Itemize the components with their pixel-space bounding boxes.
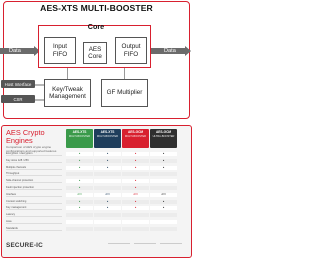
table-cell: ● [122, 179, 149, 184]
table-cell: ● [66, 206, 93, 211]
gf-multiplier-block: GF Multiplier [101, 79, 148, 107]
table-cell: ● [66, 186, 93, 190]
table-cell: ● [66, 199, 93, 204]
table-cell: ● [94, 152, 121, 156]
table-row-label: Multiple channels [6, 166, 62, 170]
block-diagram: AES-XTS MULTI-BOOSTER Host Interface CSR… [0, 0, 193, 122]
table-cell: ● [94, 206, 121, 211]
data-out-arrow [151, 48, 185, 54]
table-cell: ● [66, 179, 93, 184]
table-row-label: Latency [6, 213, 62, 218]
host-interface-pill: Host Interface [1, 80, 35, 88]
table-cell [122, 226, 149, 231]
table-cell [150, 220, 177, 224]
data-in-arrow-head [34, 46, 40, 56]
table-row-label: Side-channel protection [6, 179, 62, 184]
engines-subtitle: Comparison of AES crypto engine configur… [6, 145, 57, 153]
gf-to-core-line [124, 68, 125, 79]
table-cell: AXI [122, 192, 149, 197]
table-cell [94, 179, 121, 184]
input-fifo-block: Input FIFO [44, 37, 76, 64]
table-cell: ● [150, 199, 177, 204]
table-cell: ● [122, 186, 149, 190]
table-cell: ● [66, 158, 93, 163]
table-cell: ● [122, 165, 149, 170]
table-cell [150, 179, 177, 184]
table-row-label: Context switching [6, 200, 62, 204]
table-cell [66, 220, 93, 224]
table-row-label: Throughput [6, 172, 62, 177]
partner-logo [160, 243, 182, 252]
engines-title: AES Crypto Engines [6, 128, 45, 145]
table-cell [94, 172, 121, 177]
table-cell [94, 186, 121, 190]
table-cell [150, 213, 177, 218]
table-row-label: Key management [6, 206, 62, 211]
table-cell: ● [122, 199, 149, 204]
table-cell: ● [122, 158, 149, 163]
table-cell: ● [122, 152, 149, 156]
csr-pill: CSR [1, 95, 35, 103]
csr-bus-line [35, 99, 44, 101]
column-header-sub: MULTI-BOOSTER [68, 134, 91, 138]
diagram-title: AES-XTS MULTI-BOOSTER [40, 3, 153, 13]
partner-logo [108, 243, 130, 252]
column-header-sub: MULTI-BOOSTER [124, 134, 147, 138]
table-cell: AXI [66, 192, 93, 197]
secure-ic-logo: SECURE-IC [6, 242, 43, 249]
host-bus-line [35, 84, 44, 86]
column-header-name: AES-GCM [127, 130, 144, 134]
table-row-label: Fault injection protection [6, 186, 62, 190]
table-cell: ● [150, 206, 177, 211]
table-cell [66, 213, 93, 218]
table-cell [66, 226, 93, 231]
table-cell [66, 172, 93, 177]
table-cell: ● [150, 165, 177, 170]
column-header-sub: ULTRA-BOOSTER [152, 134, 175, 138]
table-cell: AXI [150, 192, 177, 197]
table-cell [94, 220, 121, 224]
data-in-label: Data [9, 48, 21, 54]
table-row-label: Encryption / decryption [6, 152, 62, 156]
output-fifo-block: Output FIFO [115, 37, 147, 64]
table-row-label: Key sizes 128 / 256 [6, 159, 62, 163]
table-cell [94, 226, 121, 231]
table-cell: ● [94, 199, 121, 204]
data-out-label: Data [164, 48, 176, 54]
table-cell: ● [122, 206, 149, 211]
table-row-label: Interface [6, 193, 62, 197]
column-header-name: AES-GCM [155, 130, 172, 134]
core-label: Core [87, 22, 105, 31]
table-cell [122, 220, 149, 224]
partner-logo [134, 243, 156, 252]
table-cell [122, 172, 149, 177]
table-row-label: Standards [6, 227, 62, 231]
key-to-core-line [67, 68, 68, 79]
table-row-label: Area [6, 220, 62, 224]
key-tweak-management-block: Key/Tweak Management [44, 79, 91, 107]
table-cell: ● [66, 165, 93, 170]
column-header-sub: MULTI-BOOSTER [96, 134, 119, 138]
column-header-name: AES-XTS [72, 130, 87, 134]
table-cell [150, 186, 177, 190]
data-in-arrow [0, 48, 34, 54]
table-cell: ● [94, 165, 121, 170]
table-cell: ● [94, 158, 121, 163]
table-cell [122, 213, 149, 218]
table-cell: ● [150, 158, 177, 163]
table-cell: ● [66, 152, 93, 156]
data-out-arrow-head [185, 46, 191, 56]
aes-core-block: AES Core [83, 42, 107, 64]
table-cell: ● [150, 152, 177, 156]
column-header-name: AES-XTS [100, 130, 115, 134]
table-cell [150, 172, 177, 177]
table-cell [94, 213, 121, 218]
table-cell [150, 226, 177, 231]
table-cell: AXI [94, 192, 121, 197]
